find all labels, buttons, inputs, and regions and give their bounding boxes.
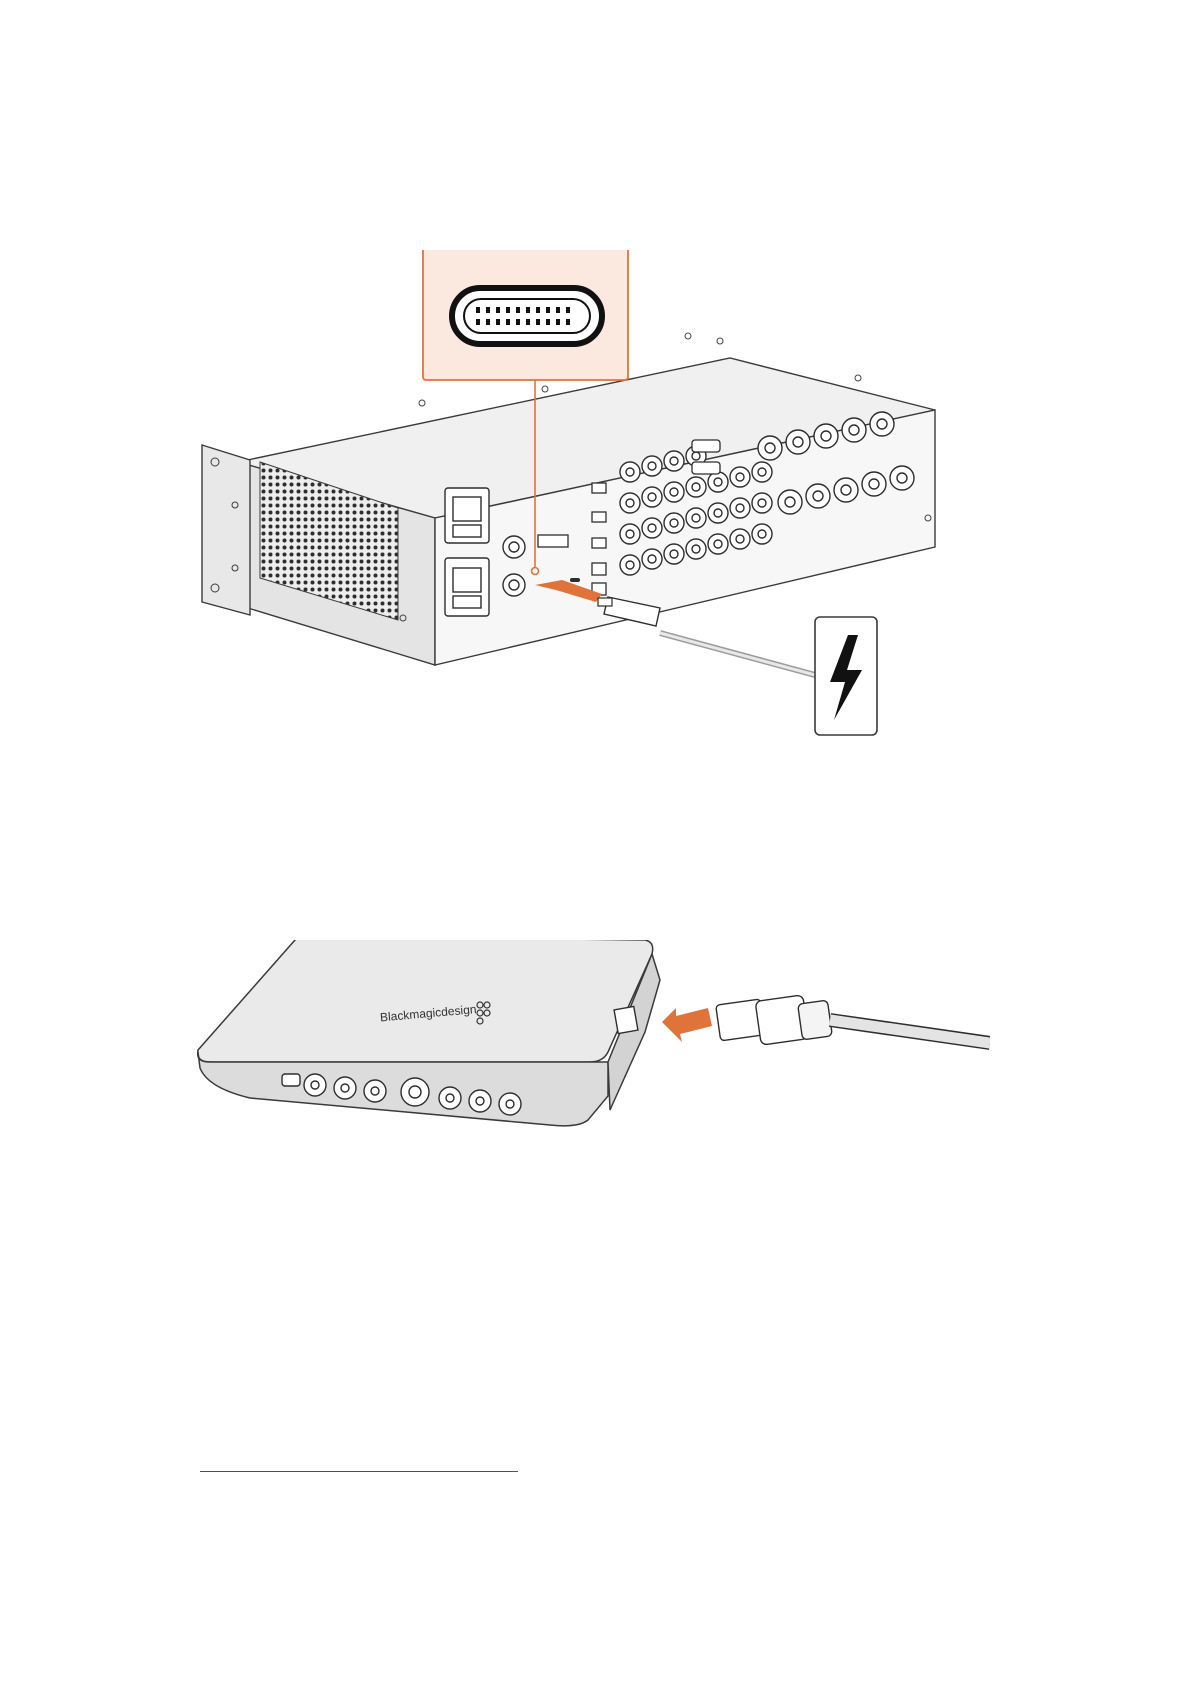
- thunderbolt-icon: [815, 617, 877, 735]
- thunderbolt-connection-figure: [190, 250, 960, 760]
- usb-connection-figure: Blackmagicdesign: [190, 940, 990, 1160]
- device-top: [198, 940, 653, 1062]
- desktop-unit-illustration: Blackmagicdesign: [190, 940, 990, 1160]
- usb-b-port: [614, 1006, 638, 1033]
- insert-arrow: [662, 1008, 712, 1042]
- usb-c-cable: [598, 597, 815, 675]
- usb-b-plug: [716, 995, 833, 1045]
- footnote-rule: [200, 1471, 518, 1472]
- rack-ear: [202, 445, 250, 615]
- usb-c-port-callout: [423, 250, 628, 380]
- usb-cable: [830, 1020, 990, 1043]
- rack-unit-illustration: [190, 250, 960, 760]
